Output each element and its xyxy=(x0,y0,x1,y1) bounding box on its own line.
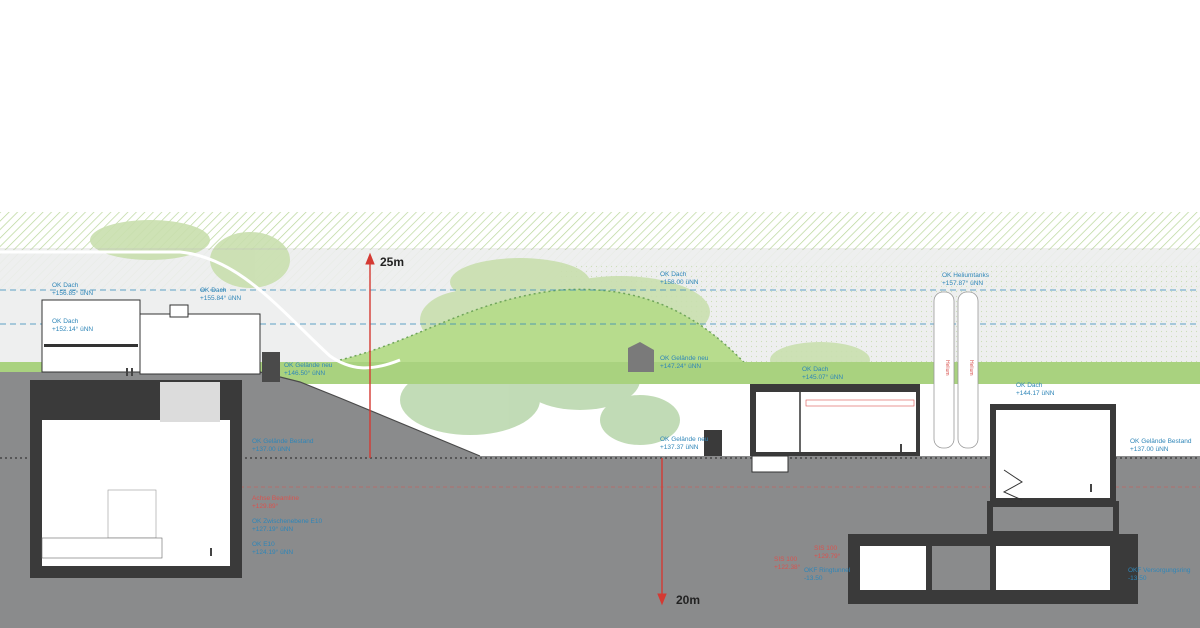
level-title: OK Heliumtanks xyxy=(942,272,990,279)
level-title: OK E10 xyxy=(252,541,275,548)
level-value: +147.24° üNN xyxy=(660,362,701,370)
left-building xyxy=(30,299,280,578)
grass-line xyxy=(0,362,1200,384)
level-value: +145.07° üNN xyxy=(802,373,843,381)
level-title: OK Gelände neu xyxy=(284,362,333,369)
level-value: +137.00 üNN xyxy=(1130,446,1169,453)
level-title: OKF Ringtunnel xyxy=(804,567,851,574)
level-title: OK Gelände neu xyxy=(660,436,709,443)
level-value: +137.37 üNN xyxy=(660,444,699,451)
level-value: +122.38° xyxy=(774,563,801,571)
center-levels: OK Dach +158.00 üNN OK Gelände neu +147.… xyxy=(660,271,709,451)
dimension-arrows xyxy=(365,252,667,606)
dimension-down: 20m xyxy=(676,593,700,607)
right-levels: OK Heliumtanks +157.87° üNN OK Dach +145… xyxy=(802,272,1192,453)
level-title: OKF Versorgungsring xyxy=(1128,567,1191,574)
level-value: +156.85° üNN xyxy=(52,289,93,297)
level-value: +157.87° üNN xyxy=(942,279,983,287)
level-value: +129.79° xyxy=(814,552,841,560)
level-value: -13.50 xyxy=(1128,575,1147,582)
people xyxy=(126,368,1092,556)
level-value: +124.19° üNN xyxy=(252,548,293,556)
left-levels: OK Dach +156.85° üNN OK Dach +155.84° üN… xyxy=(52,282,333,556)
ring-tunnel xyxy=(848,534,1138,604)
right-building xyxy=(987,404,1119,537)
equipment-box xyxy=(704,430,722,456)
level-value: +155.84° üNN xyxy=(200,294,241,302)
level-title: OK Dach xyxy=(200,287,227,294)
level-title: OK Dach xyxy=(52,318,79,325)
grass-mound xyxy=(340,289,760,380)
level-value: +127.19° üNN xyxy=(252,525,293,533)
level-value: +129.89° xyxy=(252,502,279,510)
level-title: OK Dach xyxy=(802,366,829,373)
level-title: OK Dach xyxy=(1016,382,1043,389)
level-value: +144.17 üNN xyxy=(1016,390,1055,397)
landscape-curve xyxy=(0,250,401,370)
level-value: +158.00 üNN xyxy=(660,279,699,286)
level-value: +146.50° üNN xyxy=(284,369,325,377)
right-center-building xyxy=(750,384,920,473)
shed xyxy=(628,342,654,372)
level-title: OK Zwischenebene E10 xyxy=(252,518,322,525)
helium-tanks xyxy=(933,291,979,449)
dimension-up: 25m xyxy=(380,255,404,269)
level-title: OK Gelände neu xyxy=(660,355,709,362)
level-title: OK Dach xyxy=(660,271,687,278)
level-title: Achse Beamline xyxy=(252,495,299,502)
level-title: SIS 100 xyxy=(774,556,798,563)
level-value: -13.50 xyxy=(804,575,823,582)
level-title: SIS 100 xyxy=(814,545,838,552)
level-value: +152.14° üNN xyxy=(52,325,93,333)
level-title: OK Gelände Bestand xyxy=(1130,438,1192,445)
tunnel-levels: SIS 100 +122.38° SIS 100 +129.79° OKF Ri… xyxy=(774,545,1191,582)
level-value: +137.00 üNN xyxy=(252,446,291,453)
level-title: OK Gelände Bestand xyxy=(252,438,314,445)
tank-label: Helium xyxy=(944,360,950,376)
level-title: OK Dach xyxy=(52,282,79,289)
tank-label: Helium xyxy=(968,360,974,376)
